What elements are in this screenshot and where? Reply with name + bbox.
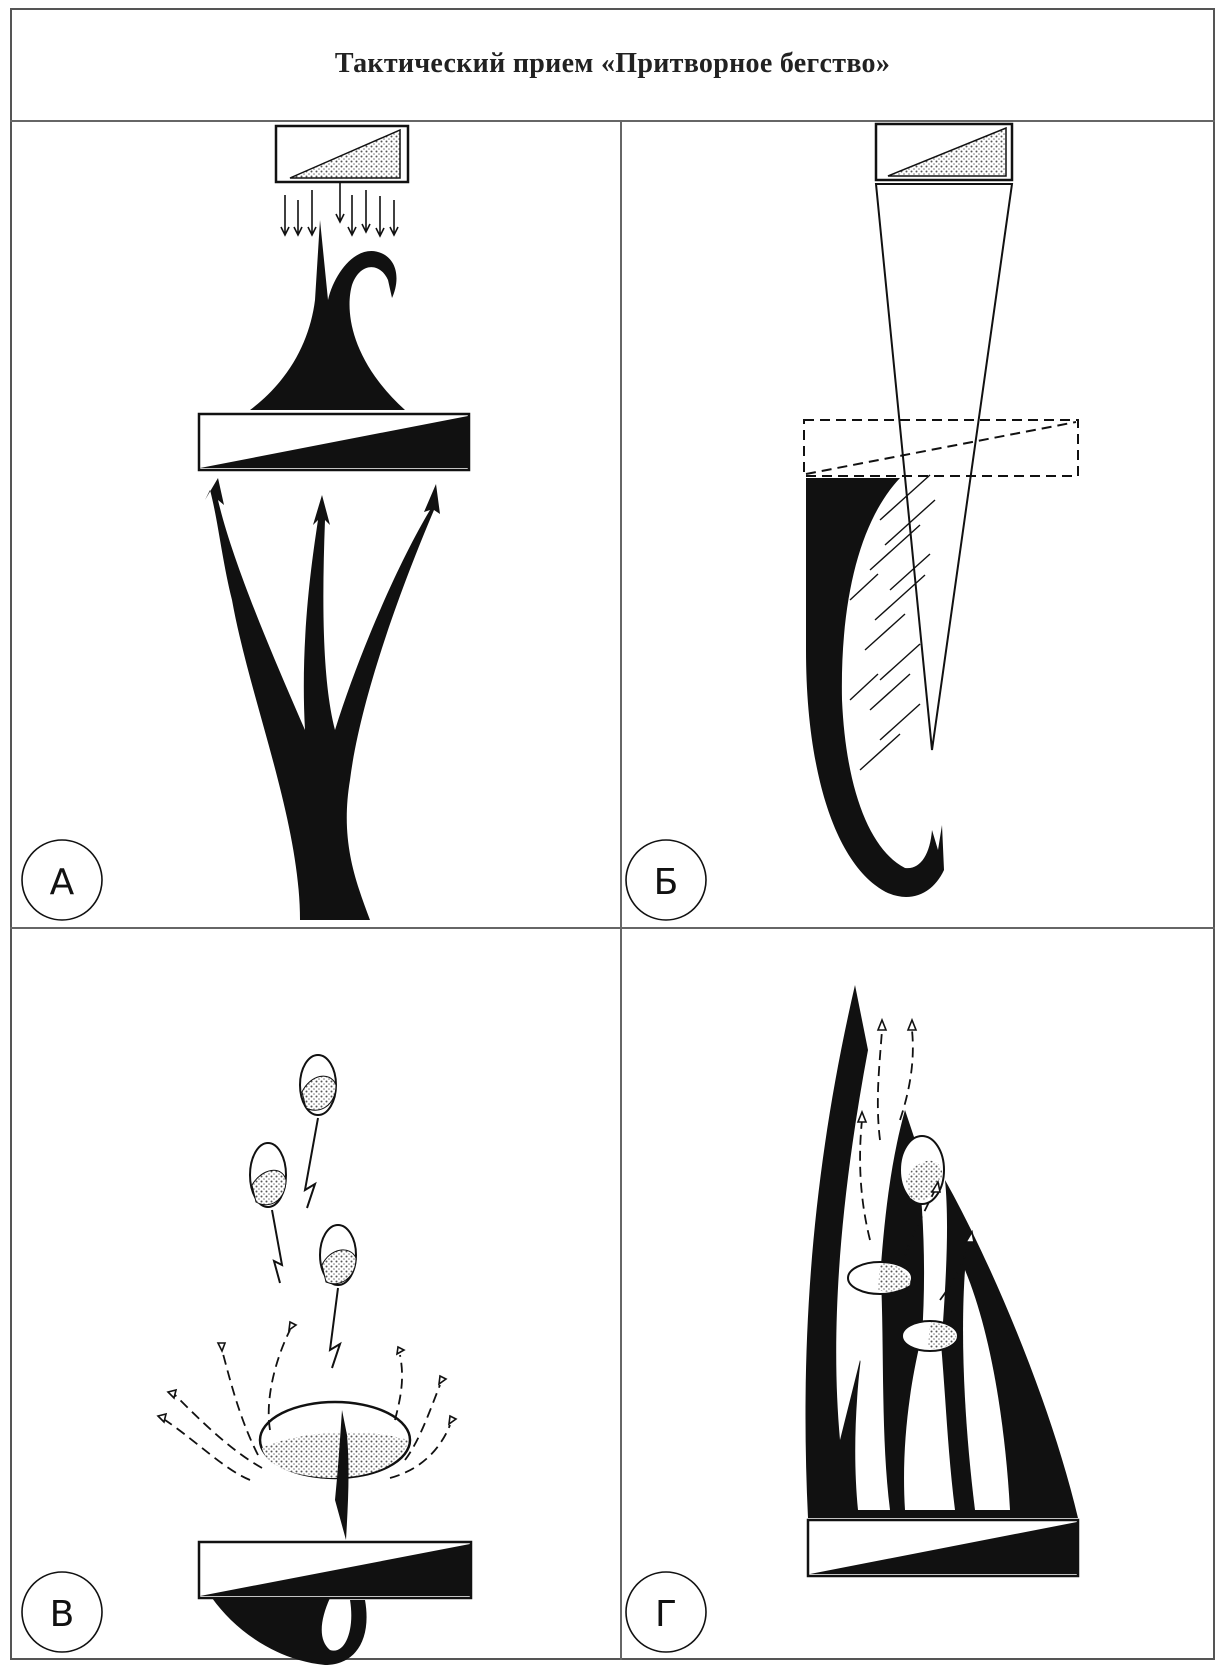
reserve-hook-c bbox=[212, 1598, 367, 1665]
panel-label-b: Б bbox=[626, 840, 706, 920]
arrow-volley-a bbox=[281, 182, 398, 236]
panel-d: Г bbox=[626, 985, 1078, 1652]
panel-b: Б bbox=[626, 124, 1078, 920]
own-formation-a bbox=[199, 414, 469, 470]
advance-arrows-a bbox=[205, 478, 440, 920]
panel-c: В bbox=[22, 1055, 471, 1665]
retreating-cavalry-a bbox=[250, 220, 405, 410]
svg-text:Г: Г bbox=[655, 1594, 677, 1635]
enemy-formation-a bbox=[276, 126, 408, 182]
own-formation-c bbox=[199, 1542, 471, 1598]
panel-label-d: Г bbox=[626, 1572, 706, 1652]
panel-label-a: А bbox=[22, 840, 102, 920]
svg-text:В: В bbox=[50, 1594, 75, 1635]
svg-text:Б: Б bbox=[654, 862, 679, 903]
enemy-main-body-c bbox=[260, 1402, 410, 1478]
enemy-formation-b bbox=[876, 124, 1012, 180]
own-formation-d bbox=[808, 1520, 1078, 1576]
panel-a: А bbox=[22, 126, 469, 920]
panel-label-c: В bbox=[22, 1572, 102, 1652]
svg-text:А: А bbox=[50, 862, 75, 903]
enemy-groups-c bbox=[250, 1055, 356, 1368]
